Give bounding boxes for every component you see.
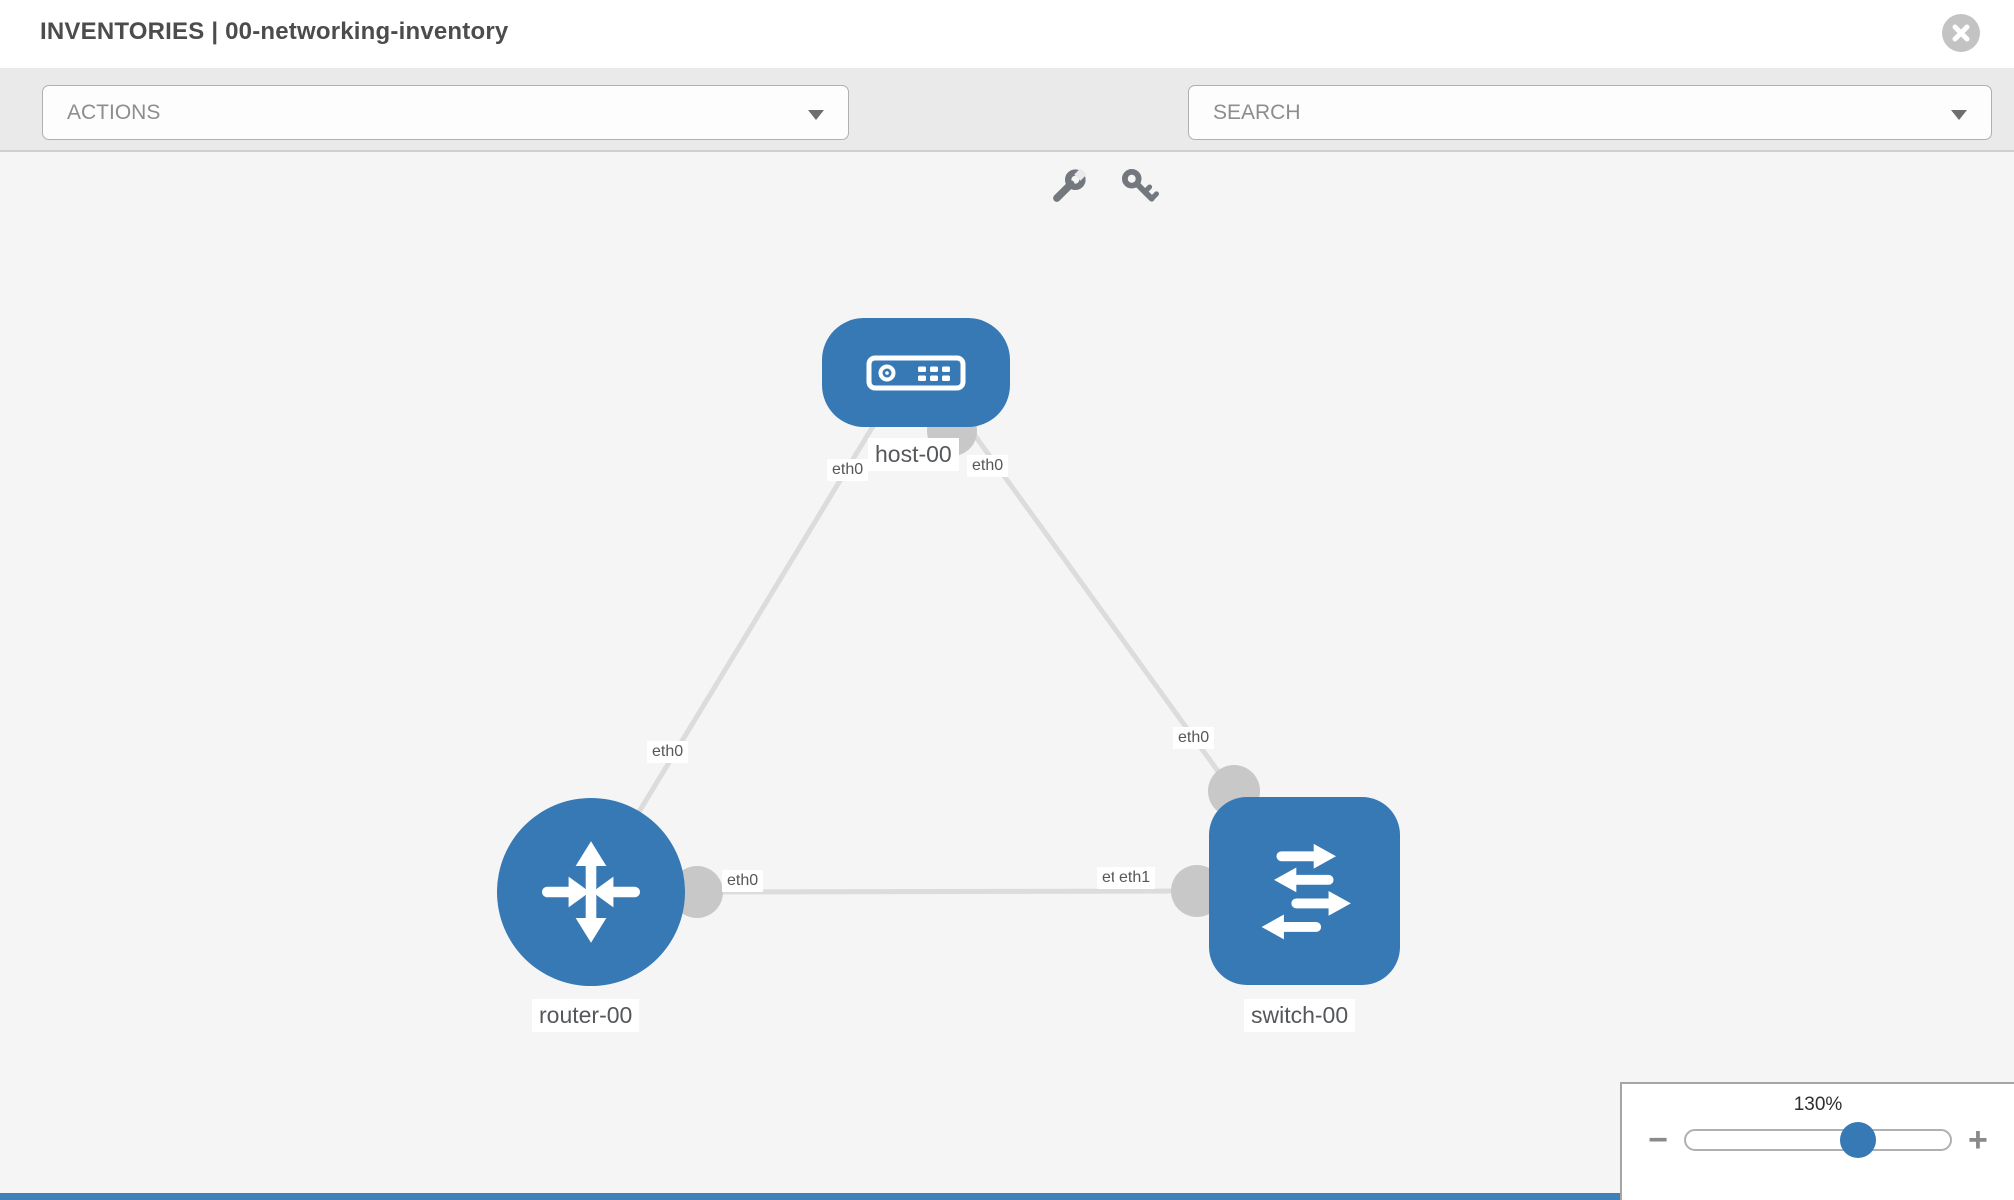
actions-dropdown-label: ACTIONS	[67, 100, 161, 124]
interface-label-router-eth0: eth0	[722, 870, 764, 892]
zoom-control-panel: 130% − +	[1620, 1082, 2014, 1200]
zoom-out-button[interactable]: −	[1648, 1121, 1668, 1159]
zoom-in-button[interactable]: +	[1968, 1121, 1988, 1159]
link-router-switch	[694, 888, 1197, 895]
search-dropdown[interactable]: SEARCH	[1188, 85, 1992, 140]
close-icon	[1952, 24, 1970, 42]
zoom-slider-track[interactable]	[1684, 1122, 1952, 1158]
interface-label-switch-eth0-uplink: eth0	[1173, 727, 1215, 749]
node-label-router-00: router-00	[532, 999, 640, 1032]
router-icon	[542, 841, 640, 943]
interface-label-host-eth0-left: eth0	[827, 459, 869, 481]
page-title: INVENTORIES | 00-networking-inventory	[40, 18, 509, 45]
node-router-00[interactable]	[497, 798, 685, 986]
chevron-down-icon	[808, 110, 824, 120]
switch-icon	[1261, 843, 1351, 940]
zoom-slider-row: − +	[1622, 1121, 2014, 1159]
node-label-switch-00: switch-00	[1244, 999, 1356, 1032]
interface-label-router-eth0-uplink: eth0	[647, 741, 689, 763]
zoom-level-value: 130%	[1793, 1094, 1843, 1115]
header: INVENTORIES | 00-networking-inventory	[0, 0, 2014, 68]
node-switch-00[interactable]	[1209, 797, 1400, 985]
actions-dropdown[interactable]: ACTIONS	[42, 85, 849, 140]
chevron-down-icon	[1951, 110, 1967, 120]
interface-label-switch-eth1: eth1	[1114, 867, 1156, 889]
node-host-00[interactable]	[822, 318, 1010, 427]
search-dropdown-label: SEARCH	[1213, 100, 1301, 124]
zoom-slider-thumb[interactable]	[1840, 1122, 1876, 1158]
wrench-icon[interactable]	[1046, 165, 1090, 209]
toolbar: ACTIONS SEARCH	[0, 68, 2014, 202]
host-icon	[866, 355, 966, 390]
close-button[interactable]	[1942, 14, 1980, 52]
bottom-bar	[0, 1193, 1620, 1200]
interface-label-host-eth0-right: eth0	[967, 455, 1009, 477]
key-icon[interactable]	[1118, 165, 1162, 209]
node-label-host-00: host-00	[868, 438, 959, 471]
